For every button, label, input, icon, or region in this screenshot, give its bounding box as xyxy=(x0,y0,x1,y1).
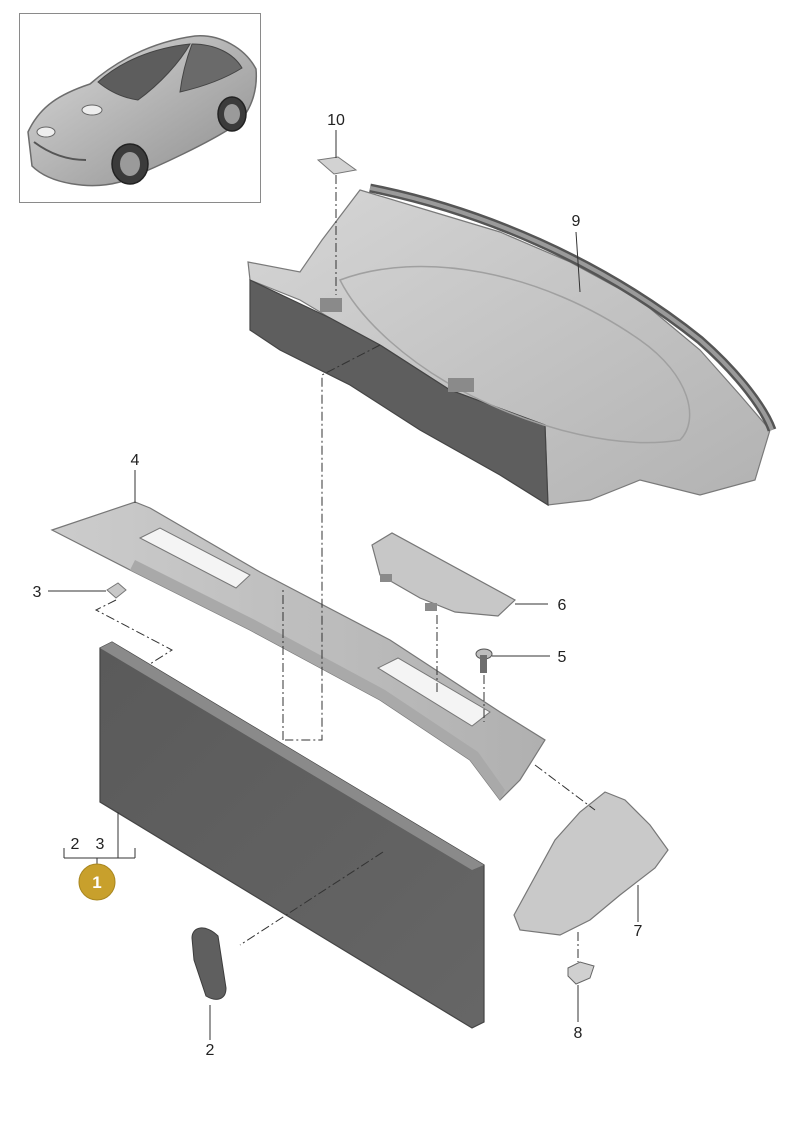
callout-3: 3 xyxy=(33,584,42,601)
leader-lines xyxy=(48,130,639,1040)
rear-panel-part-1 xyxy=(99,641,485,1029)
upper-trim-panel-part xyxy=(50,501,546,801)
car-icon xyxy=(27,35,258,187)
cover-part-6 xyxy=(371,532,517,617)
callout-7: 7 xyxy=(634,923,643,940)
clip-part-8 xyxy=(567,961,595,985)
callout-1-badge: 1 xyxy=(78,863,116,901)
vehicle-thumbnail xyxy=(19,13,261,203)
callout-2: 2 xyxy=(206,1042,215,1059)
screw-part-5 xyxy=(475,648,493,673)
callout-4: 4 xyxy=(131,452,140,469)
callout-10: 10 xyxy=(327,112,345,129)
side-trim-part-7 xyxy=(513,791,669,936)
callout-1-sub-2: 2 xyxy=(71,836,80,853)
assembly-lines xyxy=(94,175,596,962)
callout-8: 8 xyxy=(574,1025,583,1042)
rear-shelf-part xyxy=(247,183,777,507)
clip-part-3 xyxy=(106,582,127,599)
callout-1-badge-label: 1 xyxy=(92,873,101,892)
clip-part-10 xyxy=(316,156,358,175)
callout-9: 9 xyxy=(572,213,581,230)
cap-part-2 xyxy=(191,927,227,1000)
callout-5: 5 xyxy=(558,649,567,666)
callout-1-sub-3: 3 xyxy=(96,836,105,853)
callout-6: 6 xyxy=(558,597,567,614)
